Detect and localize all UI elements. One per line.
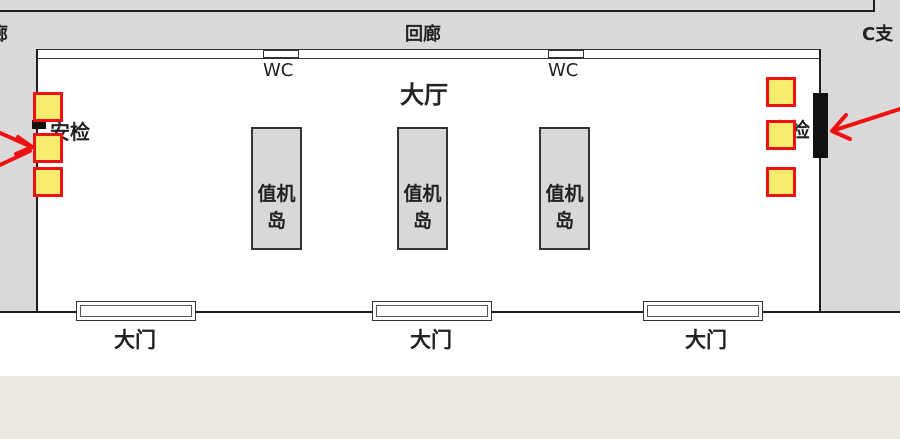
wc-left-label: WC	[263, 60, 294, 81]
security-entrance-right	[813, 93, 828, 158]
security-machine	[33, 92, 63, 122]
branch-c-label: C支	[862, 24, 894, 45]
wc-right-label: WC	[548, 60, 579, 81]
top-corridor-edge	[0, 10, 875, 12]
top-corridor-edge-right	[873, 0, 875, 12]
checkin-island-label: 值机岛	[257, 183, 296, 232]
gate-door	[643, 301, 763, 321]
corridor-left-label: 廊	[0, 20, 8, 46]
hall-top-wall	[37, 49, 820, 59]
wc-left-box	[263, 50, 299, 58]
left-side-corridor	[0, 55, 37, 312]
top-corridor	[0, 0, 900, 55]
floor-plan: 廊 回廊 C支 WC WC 大厅 安检 安检 值机岛 值机岛 值机岛 大门 大门…	[0, 0, 900, 376]
security-machine	[766, 77, 796, 107]
gate-door	[76, 301, 196, 321]
security-machine	[33, 167, 63, 197]
gate-label: 大门	[685, 328, 727, 352]
checkin-island-label: 值机岛	[545, 183, 584, 232]
right-side-corridor	[820, 55, 900, 312]
checkin-island-label: 值机岛	[403, 183, 442, 232]
hall-right-wall	[819, 49, 821, 312]
wc-right-box	[548, 50, 584, 58]
security-machine	[766, 120, 796, 150]
checkin-island: 值机岛	[251, 127, 302, 250]
checkin-island: 值机岛	[539, 127, 590, 250]
gate-label: 大门	[114, 328, 156, 352]
left-arrow-icon	[0, 131, 34, 167]
hall-label: 大厅	[400, 81, 448, 109]
checkin-island: 值机岛	[397, 127, 448, 250]
security-machine	[766, 167, 796, 197]
footer-band	[0, 376, 900, 439]
security-machine	[33, 133, 63, 163]
gate-door	[372, 301, 492, 321]
corridor-label: 回廊	[405, 24, 441, 45]
right-arrow-icon	[830, 107, 900, 141]
gate-label: 大门	[410, 328, 452, 352]
security-entrance-left	[32, 120, 46, 129]
